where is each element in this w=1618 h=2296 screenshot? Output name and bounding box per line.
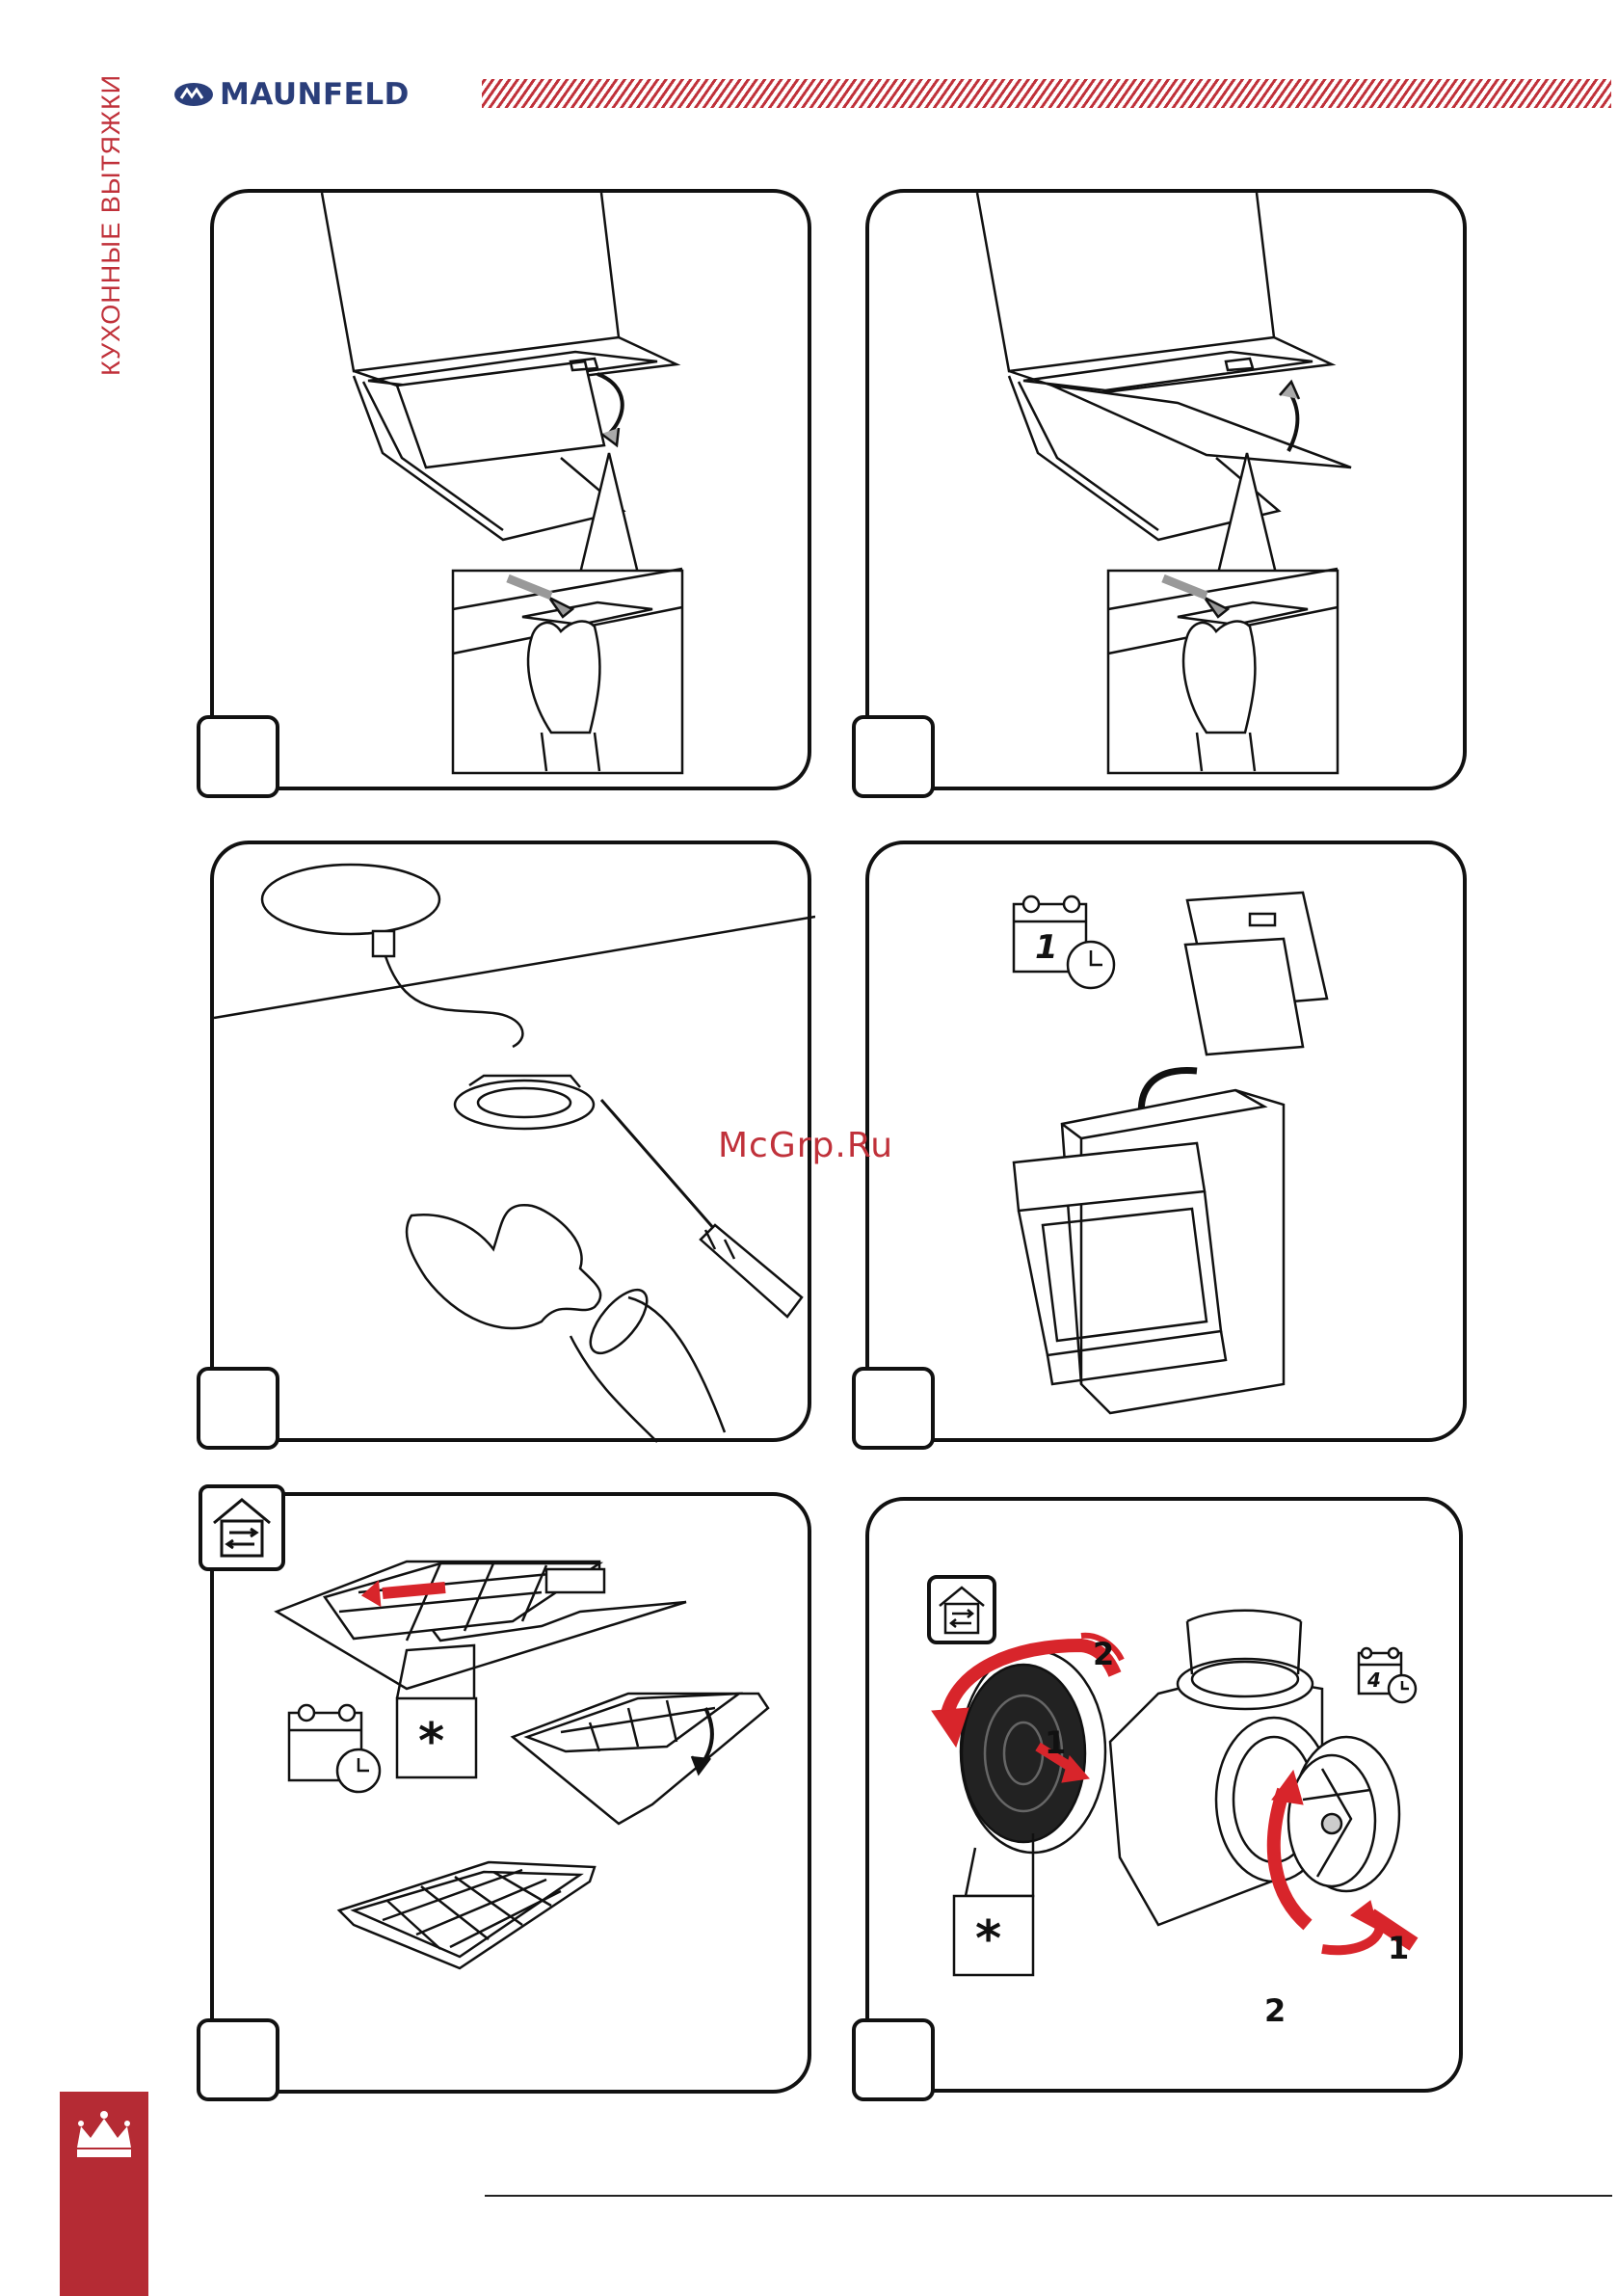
callout-asterisk-2: * <box>975 1910 1001 1968</box>
side-category-label: КУХОННЫЕ ВЫТЯЖКИ <box>96 77 135 376</box>
step-number-box-2 <box>852 715 935 798</box>
step-number-box-4 <box>852 1367 935 1450</box>
step-panel-2 <box>865 189 1467 790</box>
step-number-box-6 <box>852 2018 935 2101</box>
calendar-count-1: 1 <box>1035 928 1058 967</box>
step-number-box-1 <box>197 715 279 798</box>
footer-rule <box>485 2195 1612 2197</box>
brand-logo: MAUNFELD <box>173 77 410 112</box>
house-recycle-icon <box>931 1579 993 1641</box>
crown-icon <box>60 2092 148 2180</box>
step-number-box-5 <box>197 2018 279 2101</box>
arrow-label-1-left: 1 <box>1045 1724 1066 1761</box>
callout-asterisk-1: * <box>418 1713 444 1771</box>
step-panel-4: 1 <box>865 841 1467 1442</box>
dishwasher-filter-cleaning-illustration: 1 <box>869 844 1471 1446</box>
grease-filter-replacement-illustration: * <box>214 1496 815 2097</box>
calendar-count-4: 4 <box>1366 1669 1381 1692</box>
watermark-text: McGrp.Ru <box>718 1126 893 1165</box>
step-number-box-3 <box>197 1367 279 1450</box>
step-panel-5: * <box>210 1492 811 2094</box>
logo-mark-icon <box>173 82 214 107</box>
arrow-label-2-top: 2 <box>1093 1636 1114 1672</box>
home-cleaning-icon-box-1 <box>199 1484 285 1571</box>
hood-filter-remove-illustration <box>869 193 1471 794</box>
header-hatch-band <box>482 79 1611 108</box>
step-panel-1 <box>210 189 811 790</box>
arrow-label-1-right: 1 <box>1388 1930 1409 1966</box>
house-recycle-icon <box>202 1488 281 1567</box>
brand-name: MAUNFELD <box>220 77 410 112</box>
home-cleaning-icon-box-2 <box>927 1575 996 1644</box>
crown-emblem-block <box>60 2092 148 2296</box>
arrow-label-2-bottom: 2 <box>1264 1992 1286 2029</box>
hood-filter-release-illustration <box>214 193 815 794</box>
